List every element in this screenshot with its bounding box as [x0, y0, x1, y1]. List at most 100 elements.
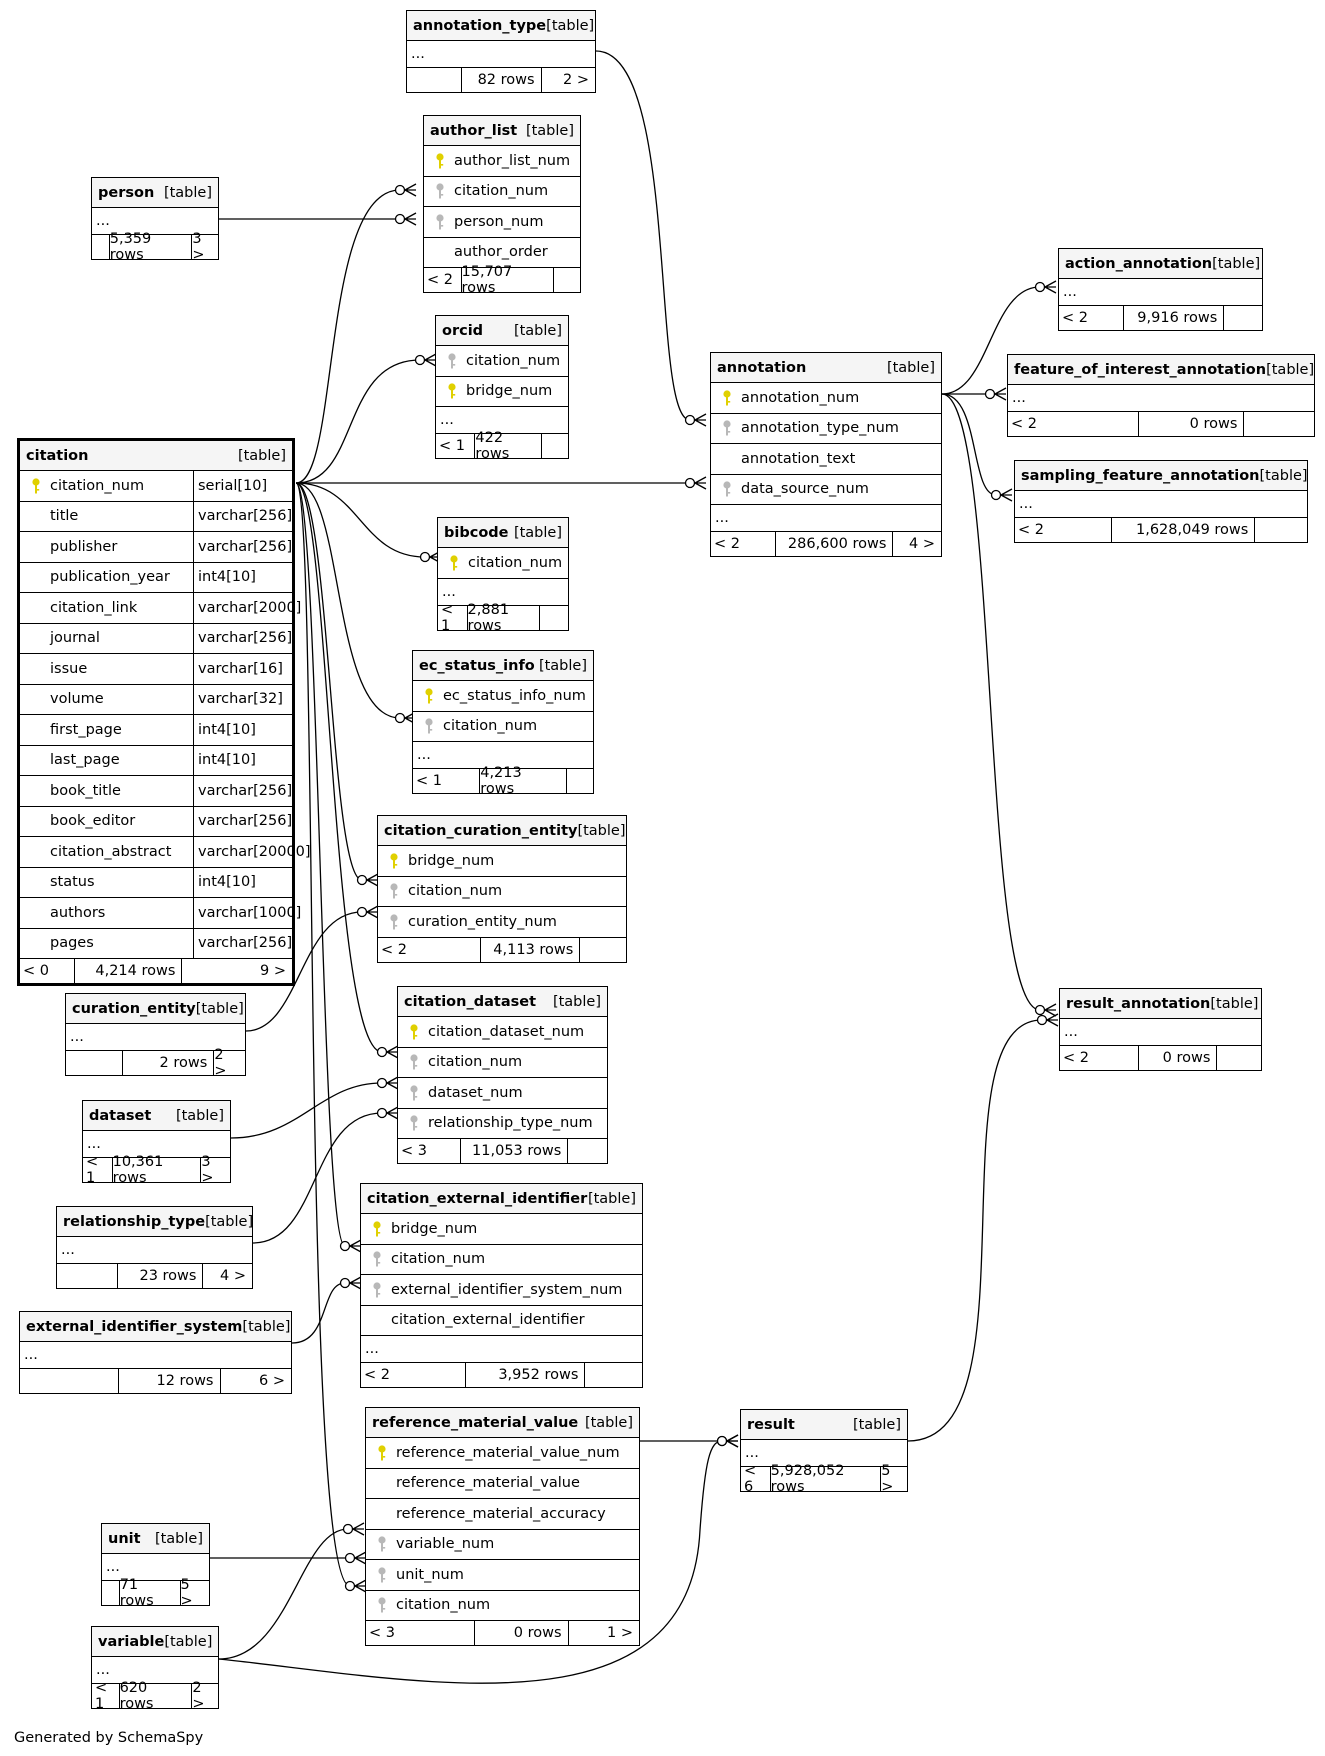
children-count[interactable] [567, 769, 593, 793]
table-header[interactable]: bibcode[table] [438, 518, 568, 548]
parents-count[interactable]: < 1 [438, 602, 468, 634]
column-row[interactable]: dataset_num [398, 1078, 607, 1109]
column-row[interactable]: external_identifier_system_num [361, 1275, 642, 1306]
more-columns[interactable]: ... [436, 407, 568, 434]
children-count[interactable]: 1 > [607, 1625, 633, 1641]
table-header[interactable]: external_identifier_system[table] [20, 1312, 291, 1342]
parents-count[interactable]: < 0 [20, 959, 75, 983]
table-feature-of-interest-annotation[interactable]: feature_of_interest_annotation[table]...… [1007, 354, 1315, 437]
table-citation-external-identifier[interactable]: citation_external_identifier[table]bridg… [360, 1183, 643, 1388]
parents-count[interactable] [407, 68, 463, 92]
children-count[interactable]: 3 > [192, 231, 205, 263]
column-row[interactable]: relationship_type_num [398, 1109, 607, 1139]
more-columns[interactable]: ... [66, 1024, 245, 1051]
more-columns[interactable]: ... [57, 1237, 252, 1264]
children-count[interactable] [585, 1363, 642, 1387]
more-columns[interactable]: ... [407, 41, 595, 68]
column-row[interactable]: citation_num [413, 712, 593, 742]
table-header[interactable]: result[table] [741, 1410, 907, 1440]
table-header[interactable]: feature_of_interest_annotation[table] [1008, 355, 1314, 385]
parents-count[interactable] [102, 1581, 120, 1605]
children-count[interactable] [1255, 518, 1307, 542]
parents-count[interactable] [66, 1051, 124, 1075]
parents-count[interactable]: < 2 [1015, 518, 1113, 542]
children-count[interactable]: 9 > [260, 963, 286, 979]
children-count[interactable] [540, 606, 568, 630]
parents-count[interactable]: < 3 [398, 1139, 462, 1163]
more-columns[interactable]: ... [413, 742, 593, 769]
parents-count[interactable] [57, 1264, 119, 1288]
column-row[interactable]: variable_num [366, 1530, 639, 1560]
parents-count[interactable] [20, 1369, 120, 1393]
parents-count[interactable]: < 2 [1060, 1046, 1140, 1070]
column-row[interactable]: unit_num [366, 1560, 639, 1591]
table-header[interactable]: action_annotation[table] [1059, 249, 1262, 279]
parents-count[interactable]: < 6 [741, 1463, 771, 1495]
table-sampling-feature-annotation[interactable]: sampling_feature_annotation[table]...< 2… [1014, 460, 1308, 543]
more-columns[interactable]: ... [741, 1440, 907, 1467]
column-row[interactable]: citation_dataset_num [398, 1017, 607, 1048]
children-count[interactable]: 5 > [881, 1463, 894, 1495]
children-count[interactable] [1217, 1046, 1261, 1070]
children-count[interactable] [568, 1139, 607, 1163]
table-header[interactable]: result_annotation[table] [1060, 989, 1261, 1019]
parents-count[interactable]: < 1 [413, 769, 481, 793]
children-count[interactable] [1244, 412, 1314, 436]
column-row[interactable]: bridge_num [378, 846, 626, 877]
table-header[interactable]: sampling_feature_annotation[table] [1015, 461, 1308, 491]
table-header[interactable]: curation_entity[table] [66, 994, 245, 1024]
children-count[interactable] [1224, 306, 1262, 330]
table-header[interactable]: relationship_type[table] [57, 1207, 253, 1237]
more-columns[interactable]: ... [1015, 491, 1307, 518]
children-count[interactable]: 4 > [909, 536, 935, 552]
column-row[interactable]: citation_num [361, 1245, 642, 1275]
column-row[interactable]: citation_external_identifier [361, 1306, 642, 1336]
parents-count[interactable]: < 2 [378, 937, 482, 962]
table-header[interactable]: orcid[table] [436, 316, 568, 346]
parents-count[interactable]: < 1 [83, 1154, 113, 1186]
parents-count[interactable]: < 3 [366, 1621, 476, 1645]
children-count[interactable]: 2 > [192, 1680, 205, 1712]
table-header[interactable]: citation_curation_entity[table] [378, 816, 626, 846]
parents-count[interactable]: < 1 [436, 434, 476, 458]
column-row[interactable]: bridge_num [436, 377, 568, 407]
children-count[interactable]: 3 > [201, 1154, 214, 1186]
parents-count[interactable]: < 2 [361, 1363, 467, 1387]
children-count[interactable]: 2 > [563, 72, 589, 88]
column-row[interactable]: reference_material_value [366, 1469, 639, 1499]
parents-count[interactable]: < 2 [711, 532, 777, 556]
column-row[interactable]: citation_num [398, 1048, 607, 1078]
children-count[interactable] [542, 434, 568, 458]
column-row[interactable]: citation_num [366, 1591, 639, 1621]
column-row[interactable]: person_num [424, 207, 580, 238]
column-row[interactable]: citation_num [424, 177, 580, 207]
table-header[interactable]: reference_material_value[table] [366, 1408, 639, 1438]
column-row[interactable]: reference_material_value_num [366, 1438, 639, 1469]
more-columns[interactable]: ... [711, 505, 941, 532]
column-row[interactable]: annotation_type_num [711, 414, 941, 444]
more-columns[interactable]: ... [83, 1131, 230, 1158]
more-columns[interactable]: ... [361, 1336, 642, 1363]
table-reference-material-value[interactable]: reference_material_value[table]reference… [365, 1407, 640, 1646]
table-header[interactable]: person[table] [92, 178, 218, 208]
